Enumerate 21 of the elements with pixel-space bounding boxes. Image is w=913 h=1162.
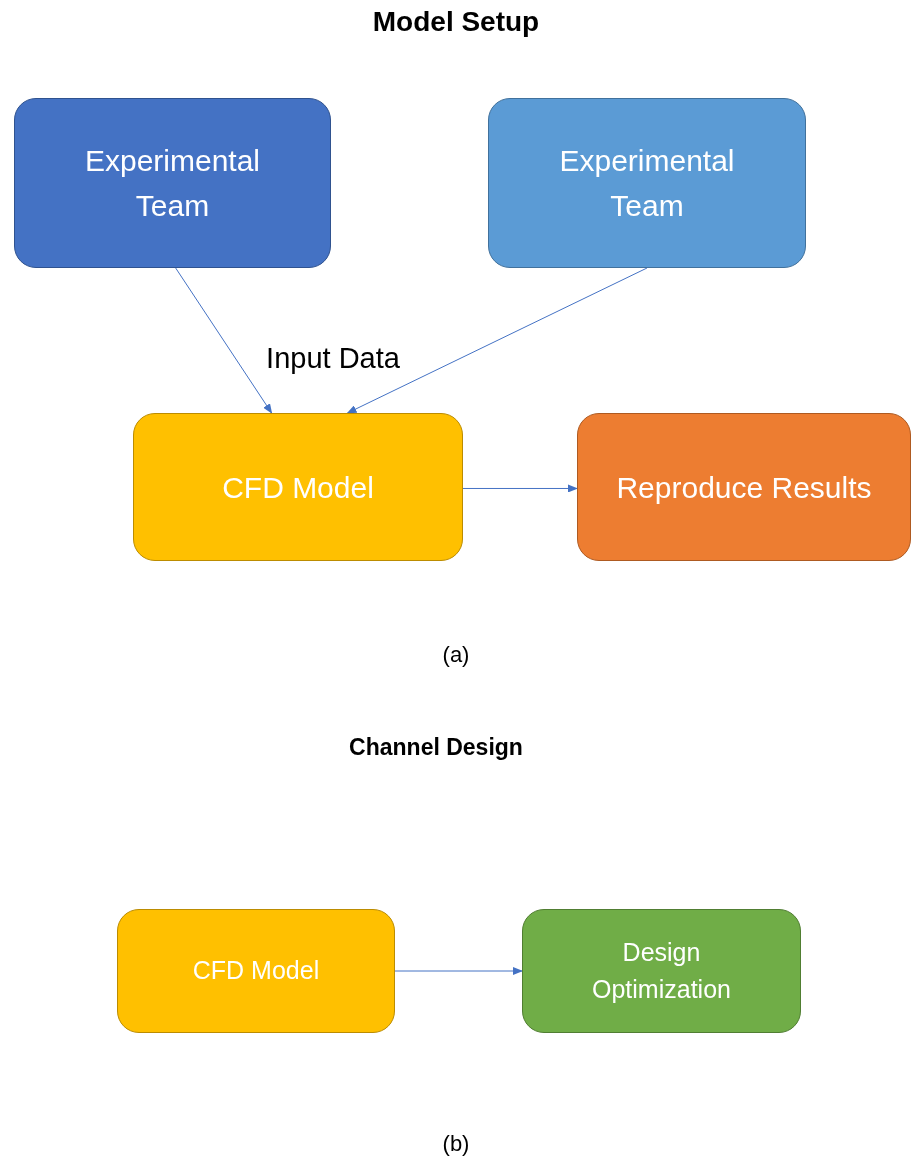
node-label: CFD Model: [222, 469, 374, 506]
process-box: [488, 98, 806, 268]
annotation-text: Input Data: [266, 341, 400, 375]
node-label: Design Optimization: [591, 936, 732, 1005]
node-label: Experimental Team: [558, 143, 736, 224]
panel-title: Channel Design: [349, 733, 523, 761]
process-box: [522, 909, 801, 1033]
node-label: Experimental Team: [83, 143, 262, 224]
panel-title: Model Setup: [372, 6, 540, 38]
process-box: [577, 413, 911, 561]
arrow: [394, 967, 523, 975]
node-label: CFD Model: [192, 955, 320, 987]
process-box: [14, 98, 331, 268]
panel-caption: (a): [442, 642, 470, 668]
process-box: [133, 413, 463, 561]
arrow: [175, 267, 273, 414]
panel-caption: (b): [442, 1131, 470, 1157]
arrow: [462, 484, 578, 493]
process-box: [117, 909, 395, 1033]
arrow: [346, 267, 648, 414]
node-label: Reproduce Results: [616, 469, 872, 506]
